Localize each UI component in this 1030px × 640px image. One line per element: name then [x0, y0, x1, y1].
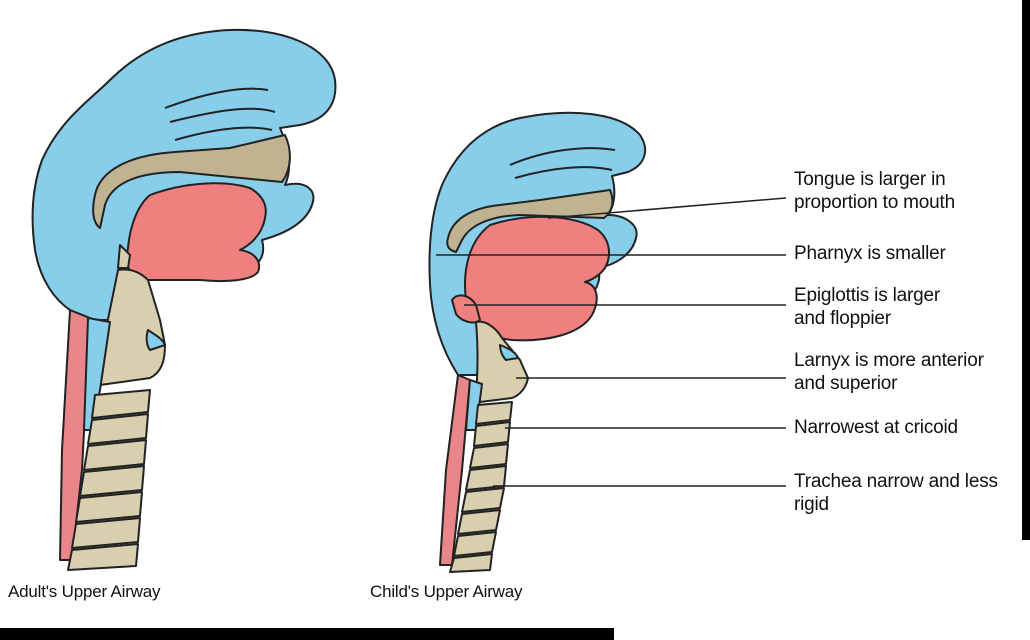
caption-adult: Adult's Upper Airway — [8, 582, 161, 601]
adult-airway-figure — [31, 28, 337, 571]
adult-nasopharynx — [31, 28, 337, 321]
label-trachea: Trachea narrow and less rigid — [794, 470, 998, 516]
label-tongue-line2: proportion to mouth — [794, 192, 955, 213]
adult-tongue — [125, 182, 267, 282]
adult-turbinate-3 — [174, 126, 273, 141]
adult-larynx — [95, 268, 166, 386]
label-epiglottis-line1: Epiglottis is larger — [794, 285, 940, 306]
frame-bar-bottom — [0, 628, 614, 640]
label-pharynx-line1: Pharnyx is smaller — [794, 243, 946, 264]
label-trachea-line2: rigid — [794, 494, 829, 515]
label-epiglottis-line2: and floppier — [794, 308, 891, 329]
label-pharynx: Pharnyx is smaller — [794, 242, 946, 265]
child-vocal-fold — [499, 344, 519, 361]
child-tongue — [464, 215, 611, 342]
leader-lines — [436, 197, 787, 487]
adult-vocal-fold — [145, 329, 166, 351]
caption-child: Child's Upper Airway — [370, 582, 523, 601]
child-turbinate-2 — [514, 166, 613, 179]
label-cricoid: Narrowest at cricoid — [794, 416, 958, 439]
adult-turbinate-2 — [169, 107, 276, 123]
label-tongue: Tongue is larger in proportion to mouth — [794, 168, 955, 214]
label-larynx-line2: and superior — [794, 373, 898, 394]
adult-epiglottis — [117, 244, 131, 269]
leader-tongue — [547, 197, 787, 219]
label-epiglottis: Epiglottis is larger and floppier — [794, 284, 940, 330]
child-epiglottis — [451, 294, 481, 324]
adult-palate — [92, 134, 291, 229]
child-trachea — [449, 401, 513, 573]
child-airway-figure — [428, 111, 647, 573]
child-palate — [446, 189, 614, 253]
label-larynx: Larnyx is more anterior and superior — [794, 349, 984, 395]
child-turbinate-1 — [509, 147, 616, 166]
label-larynx-line1: Larnyx is more anterior — [794, 350, 984, 371]
label-tongue-line1: Tongue is larger in — [794, 169, 946, 190]
adult-trachea — [67, 389, 151, 571]
label-cricoid-line1: Narrowest at cricoid — [794, 417, 958, 438]
adult-turbinate-1 — [164, 87, 269, 109]
label-trachea-line1: Trachea narrow and less — [794, 471, 998, 492]
child-larynx — [475, 320, 529, 403]
frame-bar-right — [1022, 0, 1030, 540]
